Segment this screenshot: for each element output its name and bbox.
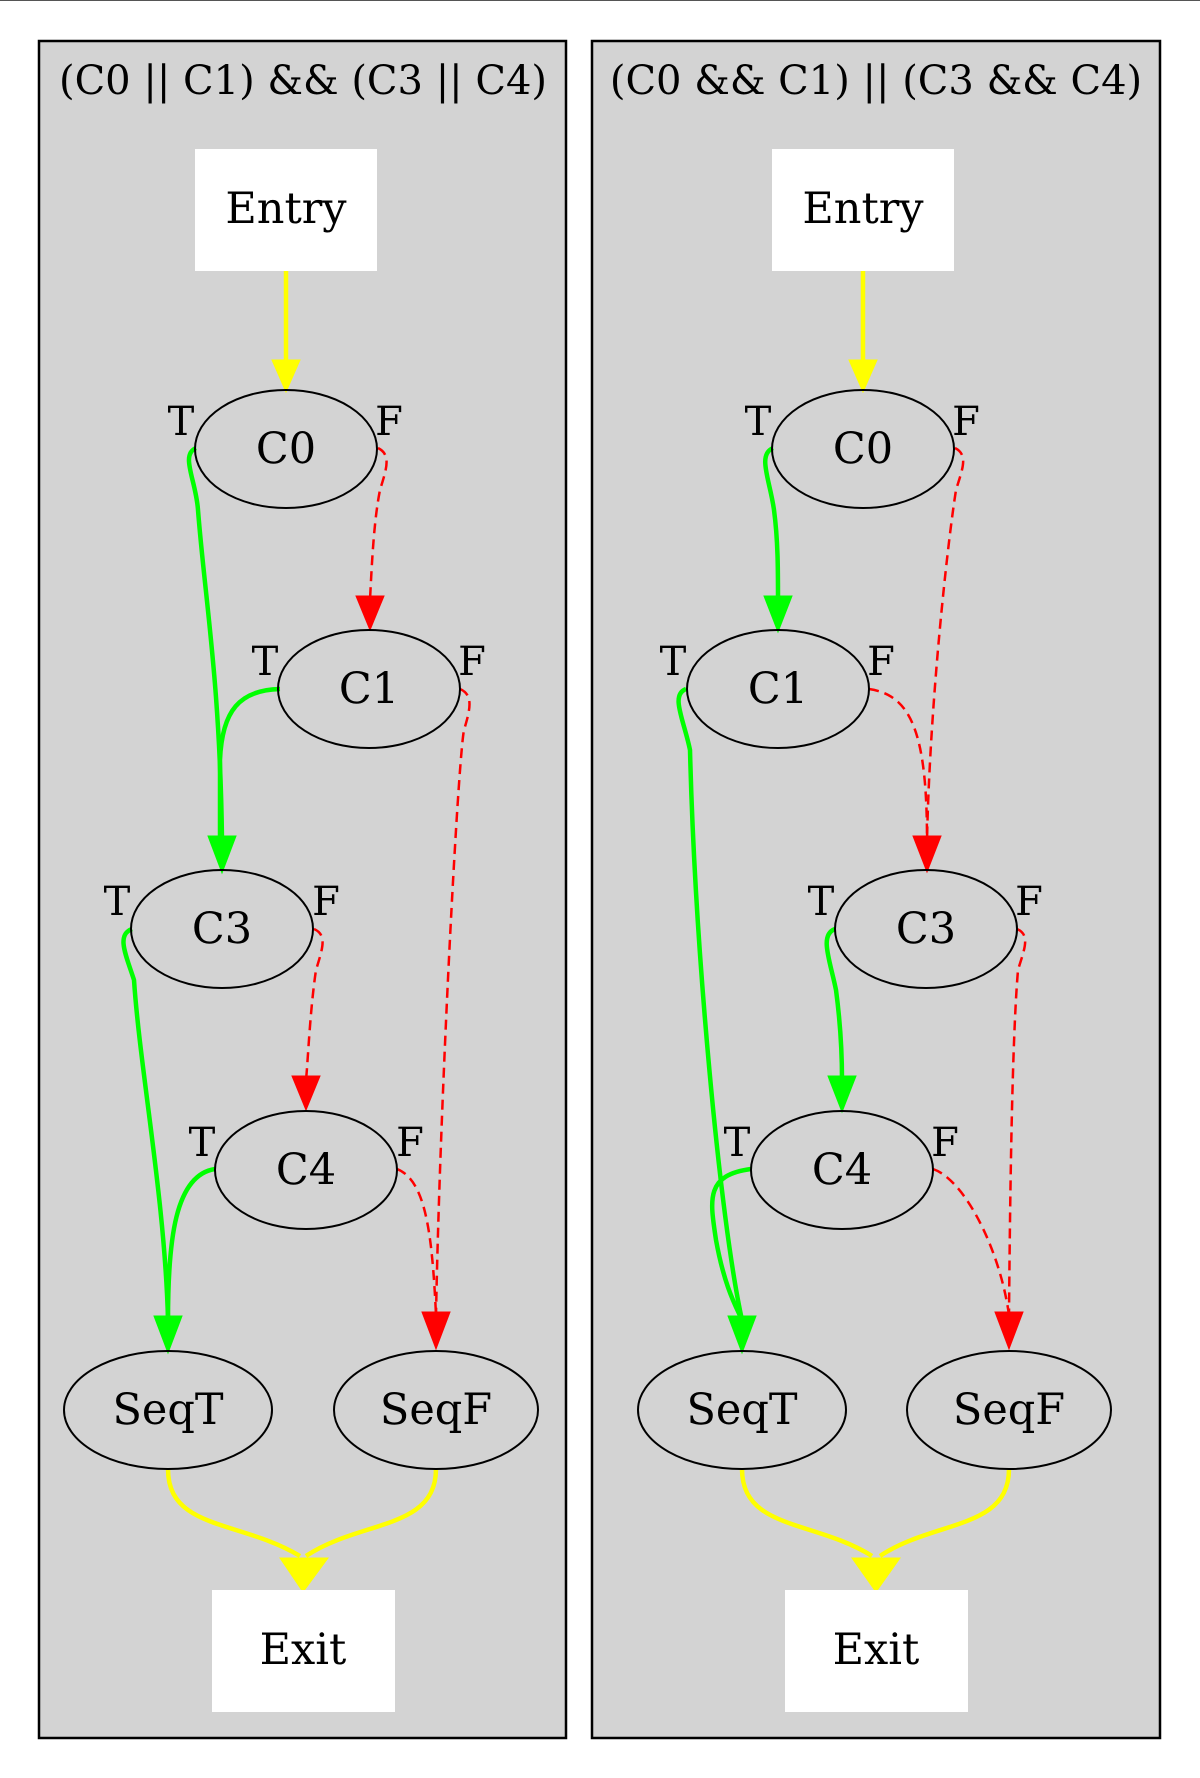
cluster-right-title: (C0 && C1) || (C3 && C4): [610, 58, 1142, 104]
cluster-right-background: [590, 39, 1162, 1740]
node-left-c0: [194, 389, 378, 509]
node-left-c3: [130, 869, 314, 989]
edge-c4-true-seqt-right: [710, 1166, 752, 1321]
node-left-c4-true-port: T: [189, 1120, 216, 1166]
edge-c3-true-c4-right-arrowhead: [827, 1075, 857, 1114]
node-right-c3: [834, 869, 1018, 989]
node-left-c0-false-port: F: [375, 399, 403, 445]
top-border-line: [0, 0, 1200, 1]
edge-c3-false-c4: [304, 927, 324, 1081]
edge-c3-false-seqf-right: [1007, 927, 1027, 1316]
node-right-exit-box: [785, 1590, 968, 1712]
edge-c1-true-seqt-right: [676, 686, 745, 1321]
node-right-c4-label: C4: [812, 1145, 872, 1195]
edge-c0-false-c3-right: [925, 446, 965, 841]
cluster-left-title: (C0 || C1) && (C3 || C4): [59, 58, 547, 104]
edge-right-exit-arrowhead: [851, 1557, 901, 1593]
node-right-seqf-label: SeqF: [953, 1385, 1065, 1435]
edge-c3-true-c4-right: [824, 926, 845, 1081]
edge-c0-false-c1-arrowhead: [355, 595, 385, 632]
node-right-c1-false-port: F: [867, 639, 895, 685]
node-left-c1: [277, 629, 461, 749]
edge-c0-true-c3: [186, 445, 225, 841]
edge-entry-c0-right-arrowhead: [848, 359, 878, 394]
edge-c4-false-seqf: [396, 1167, 438, 1316]
node-right-entry-box: [772, 149, 954, 271]
node-left-c4-false-port: F: [396, 1120, 424, 1166]
edge-left-exit-arrowhead: [279, 1557, 329, 1593]
node-left-c4-label: C4: [276, 1145, 336, 1195]
edge-c1-false-seqf-arrowhead: [421, 1311, 451, 1351]
cluster-right-nodes: Entry C0 T F C1 T F C3 T F C4 T F SeqT S…: [637, 149, 1112, 1712]
edge-c1-false-seqf: [434, 687, 471, 1316]
edge-seqf-exit-right: [878, 1468, 1012, 1558]
node-right-c4-true-port: T: [724, 1120, 751, 1166]
node-right-seqf: [906, 1350, 1112, 1470]
cluster-left: (C0 || C1) && (C3 || C4): [37, 39, 568, 1740]
edge-c4-false-seqf-right: [932, 1167, 1011, 1316]
node-right-c4: [750, 1110, 934, 1230]
node-left-c1-false-port: F: [458, 639, 486, 685]
cluster-left-edges: [121, 270, 471, 1593]
node-right-c1: [686, 629, 870, 749]
node-left-entry-label: Entry: [225, 184, 347, 234]
edge-c0-false-c3-right-arrowhead: [912, 835, 942, 874]
node-left-c0-label: C0: [256, 424, 316, 474]
edge-c3-true-seqt: [121, 926, 171, 1321]
edge-entry-c0-arrowhead: [271, 359, 301, 394]
node-right-c3-label: C3: [896, 904, 956, 954]
node-right-c0-false-port: F: [952, 399, 980, 445]
cluster-left-nodes: Entry C0 T F C1 T F C3 T F C4 T F SeqT S…: [63, 149, 539, 1712]
edge-c4-true-seqt: [165, 1166, 216, 1321]
node-left-c3-false-port: F: [312, 879, 340, 925]
node-left-seqf-label: SeqF: [380, 1385, 492, 1435]
node-right-c0-true-port: T: [745, 399, 772, 445]
node-left-seqt-label: SeqT: [112, 1385, 223, 1435]
node-right-exit-label: Exit: [833, 1625, 920, 1675]
node-left-c3-true-port: T: [104, 879, 131, 925]
node-right-c0-label: C0: [833, 424, 893, 474]
node-right-c0: [771, 389, 955, 509]
node-right-c1-label: C1: [748, 664, 808, 714]
node-left-c4: [214, 1110, 398, 1230]
node-left-entry-box: [195, 149, 377, 271]
cluster-left-background: [37, 39, 568, 1740]
edge-c3-false-c4-arrowhead: [291, 1075, 321, 1112]
edge-c1-true-c3: [217, 686, 281, 840]
node-right-c1-true-port: T: [660, 639, 687, 685]
node-left-c1-true-port: T: [252, 639, 279, 685]
node-left-c0-true-port: T: [168, 399, 195, 445]
edge-seqt-exit: [165, 1468, 302, 1558]
edge-seqt-exit-right: [739, 1468, 874, 1558]
node-right-c4-false-port: F: [931, 1120, 959, 1166]
node-left-exit-label: Exit: [260, 1625, 347, 1675]
node-left-c1-label: C1: [339, 664, 399, 714]
node-left-exit-box: [212, 1590, 395, 1712]
cluster-right-edges: [676, 270, 1027, 1593]
node-right-entry-label: Entry: [802, 184, 924, 234]
node-right-seqt-label: SeqT: [686, 1385, 797, 1435]
node-right-c3-true-port: T: [808, 879, 835, 925]
edge-c0-true-c1-right-arrowhead: [763, 595, 793, 634]
node-right-seqt: [637, 1350, 847, 1470]
edge-c0-true-c1-right: [763, 445, 781, 601]
cluster-right: (C0 && C1) || (C3 && C4): [590, 39, 1162, 1740]
node-left-seqt: [63, 1350, 273, 1470]
node-left-seqf: [333, 1350, 539, 1470]
node-right-c3-false-port: F: [1015, 879, 1043, 925]
edge-c0-false-c1: [368, 446, 388, 601]
edge-seqf-exit: [304, 1468, 439, 1558]
node-left-c3-label: C3: [192, 904, 252, 954]
